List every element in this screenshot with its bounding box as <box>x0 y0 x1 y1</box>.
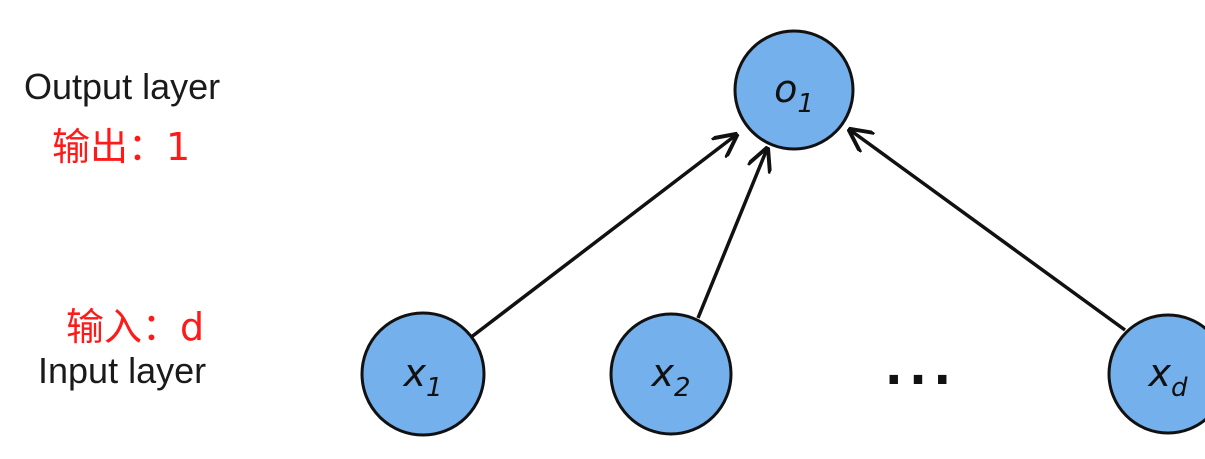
edge-xd-o1 <box>850 130 1127 332</box>
input-node-x1-main: x <box>402 351 426 395</box>
input-node-x2-main: x <box>650 351 674 395</box>
input-node-x2: x2 <box>609 312 733 436</box>
output-layer-label: Output layer <box>24 66 221 107</box>
input-layer-label: Input layer <box>38 350 207 391</box>
svg-text:x2: x2 <box>650 351 690 403</box>
output-node-main: o <box>774 67 797 111</box>
input-annotation: 输入：d <box>66 305 205 349</box>
input-node-xd-main: x <box>1147 351 1171 395</box>
input-node-x1-sub: 1 <box>426 373 443 403</box>
input-node-x2-sub: 2 <box>674 373 691 403</box>
output-annotation: 输出：1 <box>52 125 191 169</box>
edge-x1-o1 <box>468 135 736 340</box>
svg-text:xd: xd <box>1147 351 1188 403</box>
ellipsis: ... <box>885 340 958 396</box>
input-node-xd-sub: d <box>1171 373 1188 403</box>
input-node-x1: x1 <box>360 311 486 437</box>
svg-text:o1: o1 <box>774 67 814 119</box>
output-node-sub: 1 <box>797 89 814 119</box>
edge-x2-o1 <box>696 149 767 319</box>
input-node-xd: xd <box>1107 313 1205 435</box>
output-node-o1: o1 <box>733 29 855 151</box>
svg-text:x1: x1 <box>402 351 442 403</box>
